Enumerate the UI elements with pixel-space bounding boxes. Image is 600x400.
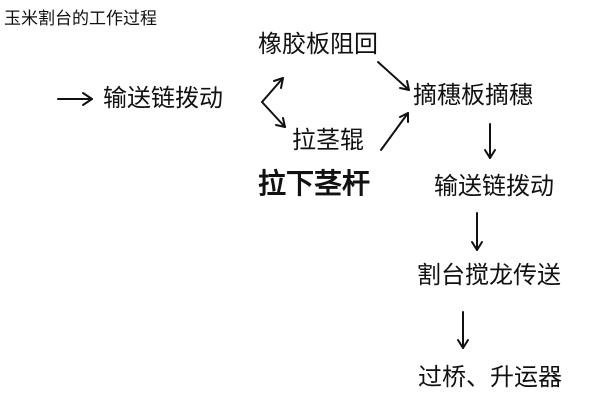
arrow-to-rubber-plate-head <box>273 77 284 89</box>
node-conveyor-start: 输送链拨动 <box>103 84 223 112</box>
start-arrow-head <box>82 92 93 106</box>
node-pull-stalk: 拉下茎杆 <box>258 167 371 200</box>
node-conveyor-second: 输送链拨动 <box>434 172 554 200</box>
node-bridge-elevator: 过桥、升运器 <box>418 363 562 391</box>
node-stalk-roller: 拉茎辊 <box>292 126 364 154</box>
node-auger: 割台搅龙传送 <box>417 261 561 289</box>
diagram-title: 玉米割台的工作过程 <box>4 9 157 29</box>
arrow-auger-to-bridge-head <box>457 339 469 349</box>
arrow-conveyor-to-auger-head <box>471 241 483 251</box>
arrow-rubber-to-picking <box>377 61 410 91</box>
arrow-picking-to-conveyor-head <box>484 149 496 159</box>
node-rubber-plate: 橡胶板阻回 <box>258 30 378 58</box>
arrow-roller-to-picking <box>380 112 409 151</box>
arrow-rubber-to-picking-head <box>399 80 410 91</box>
arrow-to-rubber-plate <box>261 77 284 103</box>
arrow-to-stalk-roller-head <box>275 117 286 128</box>
arrow-roller-to-picking-head <box>399 112 409 123</box>
node-ear-picking: 摘穗板摘穗 <box>413 81 533 109</box>
arrow-to-stalk-roller <box>261 101 286 128</box>
